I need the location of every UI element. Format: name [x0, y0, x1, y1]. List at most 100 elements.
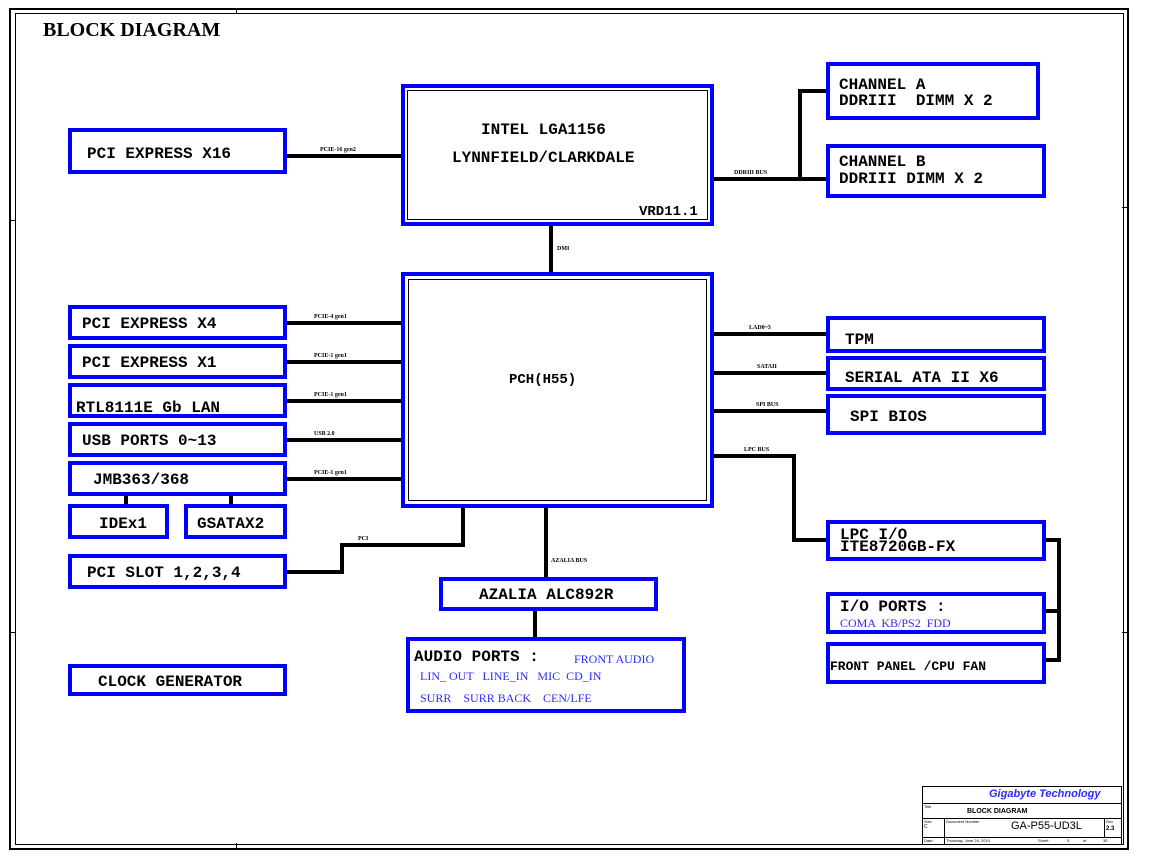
front-panel-block[interactable]: FRONT PANEL /CPU FAN	[826, 642, 1046, 684]
spi-bios-block[interactable]: SPI BIOS	[826, 394, 1046, 435]
wire-pcie1-b	[286, 399, 404, 403]
wire-ddr-main	[712, 177, 828, 181]
wire-ddr-a	[798, 89, 828, 93]
usb-block[interactable]: USB PORTS 0~13	[68, 422, 287, 457]
jmb-label: JMB363/368	[93, 471, 190, 489]
spi-bios-label: SPI BIOS	[850, 408, 927, 426]
pch-label: PCH(H55)	[509, 372, 577, 388]
gsata-label: GSATAX2	[197, 515, 265, 533]
bus-label-pcie1-c: PCIE-1 gen1	[314, 470, 347, 476]
wire-spi	[712, 409, 828, 413]
channel-b-line1: CHANNEL B	[839, 153, 926, 171]
frame-tick	[236, 843, 237, 849]
bus-label-usb: USB 2.0	[314, 431, 335, 437]
lpc-io-block[interactable]: LPC I/O ITE8720GB-FX	[826, 520, 1046, 561]
wire-io-d	[1043, 658, 1061, 662]
pcie-x16-block[interactable]: PCI EXPRESS X16	[68, 128, 287, 174]
bus-label-lad: LAD0~3	[749, 325, 771, 331]
audio-ports-label: AUDIO PORTS :	[414, 648, 539, 666]
audio-ports-block[interactable]: AUDIO PORTS : FRONT AUDIO LIN_ OUT LINE_…	[406, 637, 686, 713]
bus-label-pci: PCI	[358, 536, 369, 542]
title-value: BLOCK DIAGRAM	[967, 808, 1028, 815]
channel-a-line1: CHANNEL A	[839, 76, 926, 94]
lan-block[interactable]: RTL8111E Gb LAN	[68, 383, 287, 418]
title-block-divider	[1104, 818, 1105, 837]
sheet-total: 35	[1103, 838, 1108, 843]
wire-azalia	[544, 507, 548, 578]
of-label: of	[1083, 838, 1087, 843]
bus-label-lpc: LPC BUS	[744, 447, 770, 453]
sata-block[interactable]: SERIAL ATA II X6	[826, 356, 1046, 391]
front-panel-label: FRONT PANEL /CPU FAN	[830, 659, 987, 674]
io-ports-block[interactable]: I/O PORTS : COMA KB/PS2 FDD	[826, 592, 1046, 634]
title-block-divider	[923, 837, 1121, 838]
channel-b-line2: DDRIII DIMM X 2	[839, 170, 984, 188]
pcie-x4-block[interactable]: PCI EXPRESS X4	[68, 305, 287, 340]
ide-block[interactable]: IDEx1	[68, 504, 169, 539]
channel-a-block[interactable]: CHANNEL A DDRIII DIMM X 2	[826, 62, 1040, 120]
wire-pcie1-a	[286, 360, 404, 364]
io-ports-label: I/O PORTS :	[840, 598, 946, 616]
pcie-x16-label: PCI EXPRESS X16	[87, 145, 232, 163]
azalia-block[interactable]: AZALIA ALC892R	[439, 577, 658, 611]
wire-jmb-gsata	[229, 493, 233, 506]
tpm-block[interactable]: TPM	[826, 316, 1046, 353]
sheet-value: 3	[1067, 838, 1070, 843]
ide-label: IDEx1	[99, 515, 148, 533]
wire-pcie1-c	[286, 477, 404, 481]
gsata-block[interactable]: GSATAX2	[184, 504, 287, 539]
cpu-block[interactable]: INTEL LGA1156 LYNNFIELD/CLARKDALE VRD11.…	[401, 84, 714, 226]
inner-frame	[15, 13, 1124, 845]
lpc-io-line1: LPC I/O	[840, 526, 908, 544]
cpu-line1: INTEL LGA1156	[481, 121, 606, 139]
outer-frame	[9, 8, 1129, 850]
clock-generator-block[interactable]: CLOCK GENERATOR	[68, 664, 287, 696]
rev-label: Rev	[1106, 819, 1114, 824]
pcie-x1-block[interactable]: PCI EXPRESS X1	[68, 344, 287, 379]
bus-label-spi: SPI BUS	[756, 402, 779, 408]
channel-b-block[interactable]: CHANNEL B DDRIII DIMM X 2	[826, 144, 1046, 198]
clock-generator-label: CLOCK GENERATOR	[98, 673, 243, 691]
title-block-divider	[944, 818, 945, 845]
bus-label-dmi: DMI	[557, 246, 570, 252]
frame-tick	[9, 220, 15, 221]
wire-lpc-a	[712, 454, 796, 458]
size-label: Size	[924, 819, 932, 824]
docnum-label: Document Number	[946, 819, 980, 824]
frame-tick	[236, 8, 237, 14]
lan-label: RTL8111E Gb LAN	[76, 399, 221, 417]
wire-pci-b	[340, 543, 465, 547]
title-label: Title	[924, 804, 932, 809]
io-ports-sub: COMA KB/PS2 FDD	[840, 616, 951, 630]
lpc-io-line2: ITE8720GB-FX	[840, 538, 956, 556]
sata-label: SERIAL ATA II X6	[845, 369, 999, 387]
wire-dmi	[549, 225, 553, 273]
pch-inner-border	[408, 279, 707, 501]
tpm-label: TPM	[845, 331, 874, 349]
audio-row2-label: SURR SURR BACK CEN/LFE	[420, 691, 592, 705]
pcie-x1-label: PCI EXPRESS X1	[82, 354, 217, 372]
pci-slot-block[interactable]: PCI SLOT 1,2,3,4	[68, 554, 287, 589]
bus-label-azalia: AZALIA BUS	[551, 558, 588, 564]
cpu-inner-border	[407, 90, 708, 220]
wire-io-b	[1057, 538, 1061, 662]
audio-row1-label: LIN_ OUT LINE_IN MIC CD_IN	[420, 669, 602, 683]
size-value: C	[924, 824, 928, 830]
wire-audio	[533, 609, 537, 638]
bus-label-pcie1-a: PCIE-1 gen1	[314, 353, 347, 359]
pch-block[interactable]: PCH(H55)	[401, 272, 714, 508]
wire-lpc-c	[792, 538, 828, 542]
bus-label-sataii: SATAII	[757, 364, 777, 370]
bus-label-pcie16: PCIE-16 gen2	[320, 147, 356, 153]
page-title: BLOCK DIAGRAM	[43, 19, 221, 41]
date-value: Thursday, June 24, 2010	[946, 838, 990, 843]
bus-label-ddr: DDRIII BUS	[734, 170, 768, 176]
cpu-line2: LYNNFIELD/CLARKDALE	[452, 149, 635, 167]
jmb-block[interactable]: JMB363/368	[68, 461, 287, 496]
wire-ddr-vertical	[798, 89, 802, 181]
bus-label-pcie4: PCIE-4 gen1	[314, 314, 347, 320]
date-label: Date:	[924, 838, 934, 843]
azalia-label: AZALIA ALC892R	[479, 586, 614, 604]
wire-pci-a	[461, 507, 465, 546]
wire-io-c	[1043, 609, 1061, 613]
